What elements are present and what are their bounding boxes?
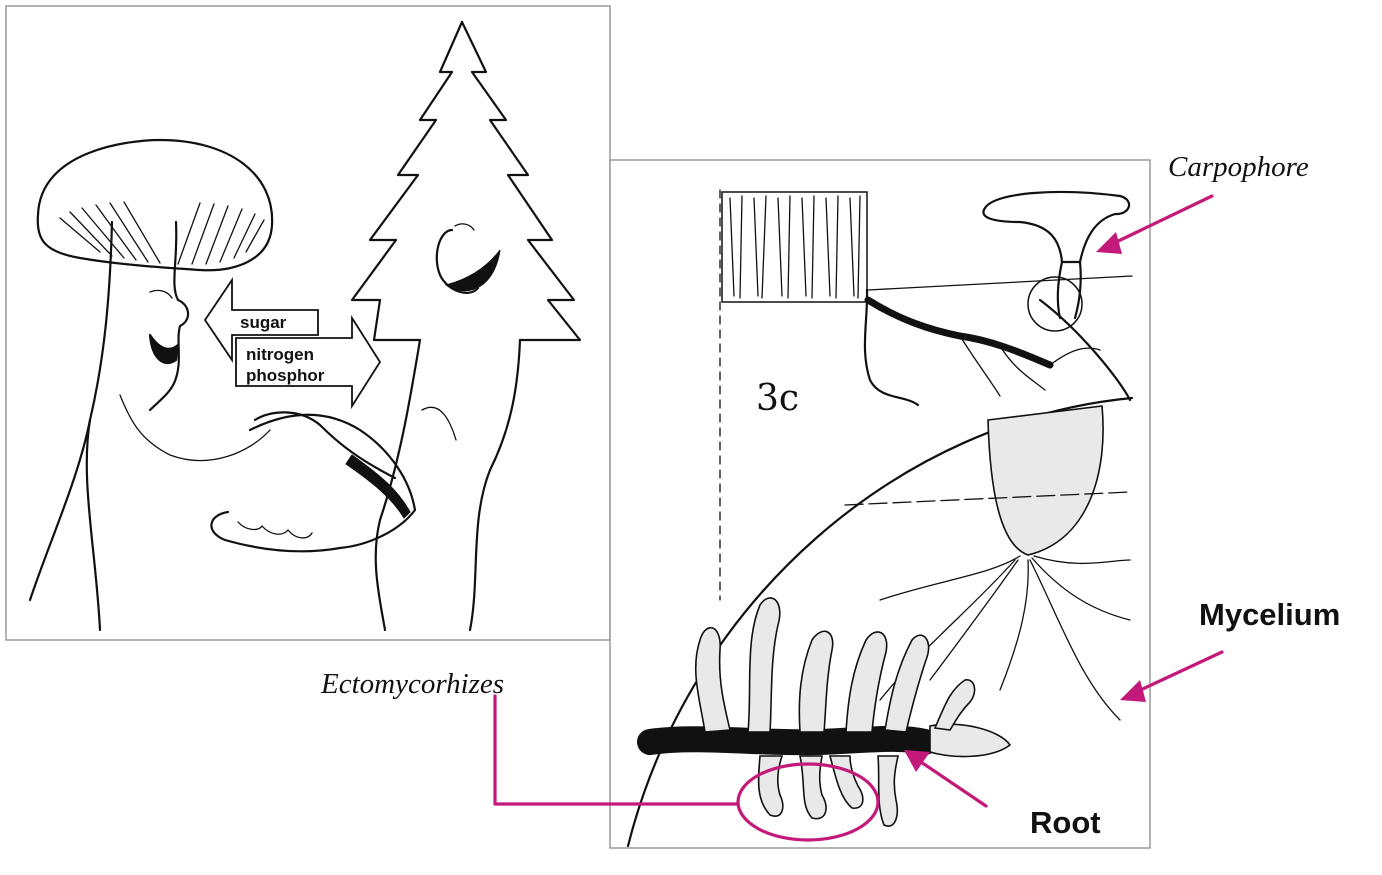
root-label: Root — [1030, 805, 1101, 840]
phosphor-label: phosphor — [246, 366, 325, 385]
panel-mark: 3c — [756, 378, 799, 419]
carpophore-label: Carpophore — [1168, 151, 1309, 183]
cartoon-panel: sugar nitrogen phosphor — [6, 6, 610, 640]
bark-block — [722, 192, 867, 302]
mycelium-label: Mycelium — [1199, 597, 1340, 632]
nitrogen-label: nitrogen — [246, 345, 314, 364]
sugar-label: sugar — [240, 313, 287, 332]
main-root — [650, 739, 925, 742]
ectomycorhizes-label: Ectomycorhizes — [320, 668, 504, 700]
lower-branch-4 — [878, 756, 898, 826]
